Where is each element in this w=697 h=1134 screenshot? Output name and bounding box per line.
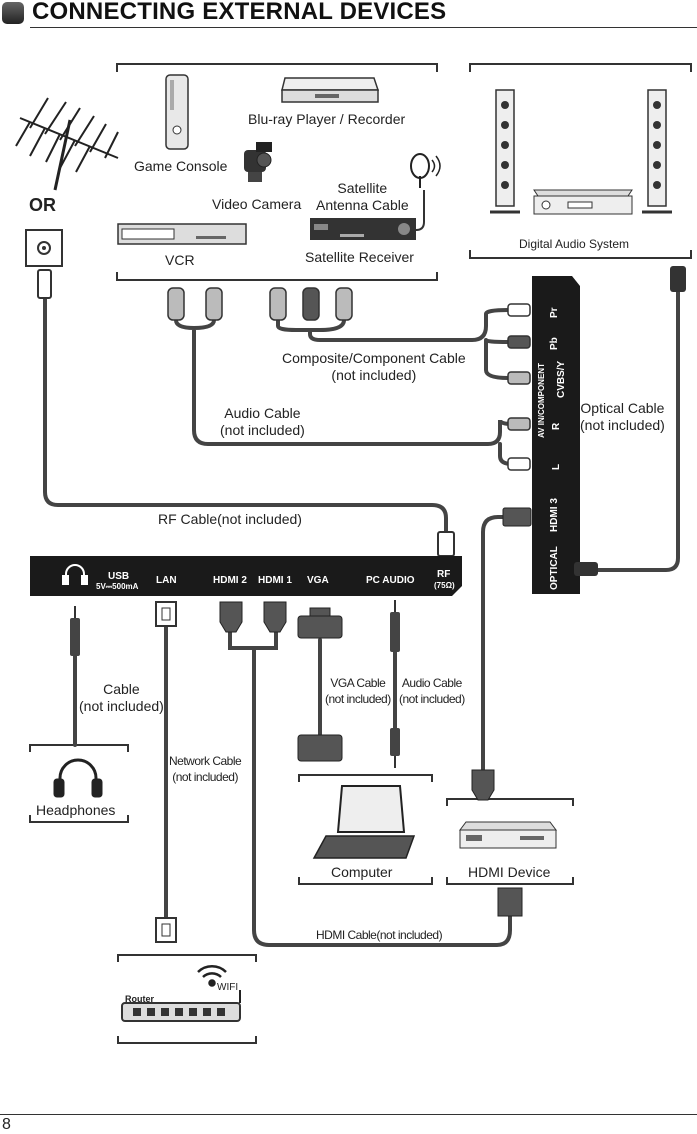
hdmi3-cable <box>481 515 505 772</box>
page-title: CONNECTING EXTERNAL DEVICES <box>32 0 447 25</box>
game-console-icon <box>165 74 189 150</box>
hdmi-cable-label: HDMI Cable(not included) <box>316 928 443 942</box>
laptop-icon <box>312 785 416 859</box>
composite-cable <box>276 308 510 380</box>
rf-cable-label: RF Cable(not included) <box>158 511 302 527</box>
router-box <box>117 954 257 1044</box>
satellite-antenna-cable-label: Satellite Antenna Cable <box>316 180 409 213</box>
side-pb-label: Pb <box>549 337 560 350</box>
blu-ray-player-icon <box>281 77 380 103</box>
video-camera-icon <box>244 142 272 182</box>
computer-label: Computer <box>331 864 393 880</box>
side-pr-label: Pr <box>549 307 560 318</box>
video-camera-label: Video Camera <box>212 196 302 212</box>
hdmi-plugs-icon <box>219 601 287 633</box>
router-label: Router <box>125 994 154 1004</box>
or-label: OR <box>29 195 56 215</box>
headphone-jack-icon <box>62 564 88 585</box>
audio-receiver-icon <box>533 189 633 215</box>
headphone-cable-label: Cable (not included) <box>79 681 164 714</box>
rf-label: RF <box>437 569 451 580</box>
network-cable-label: Network Cable (not included) <box>169 754 242 784</box>
optical-plug-icon <box>574 266 686 576</box>
blu-ray-label: Blu-ray Player / Recorder <box>248 111 406 127</box>
vcr-label: VCR <box>165 252 195 268</box>
rf-plug-icon <box>437 531 455 557</box>
audio-system-box <box>469 63 692 259</box>
title-bullet <box>2 2 24 24</box>
hdmi-cable <box>228 628 512 947</box>
satellite-receiver-icon <box>310 218 416 240</box>
pc-audio-plug-icon <box>390 600 400 768</box>
headphone-plug-icon <box>70 606 80 656</box>
hdmi-device-label: HDMI Device <box>468 864 551 880</box>
vga-label: VGA <box>307 575 329 586</box>
rf-spec-label: (75Ω) <box>434 581 455 590</box>
side-av-panel <box>532 276 580 594</box>
hdmi-device-plug-icon <box>471 769 523 917</box>
vga-cable-label: VGA Cable (not included) <box>325 676 391 706</box>
optical-cable-label: Optical Cable (not included) <box>580 400 665 433</box>
lan-label: LAN <box>156 575 177 586</box>
audio-cable-label: Audio Cable (not included) <box>220 405 305 438</box>
headphones-icon <box>53 758 103 798</box>
right-speaker-icon <box>642 89 672 214</box>
side-r-label: R <box>551 422 562 430</box>
wifi-icon <box>197 965 241 1003</box>
side-optical-label: OPTICAL <box>549 546 560 590</box>
side-av-in-label: AV IN/COMPONENT <box>537 363 546 438</box>
usb-spec-label: 5V⎓500mA <box>96 582 139 591</box>
wall-jack-icon <box>25 229 63 299</box>
headphones-label: Headphones <box>36 802 116 818</box>
rca-plugs-side <box>507 303 531 471</box>
hdmi-device-box <box>446 798 574 885</box>
headphones-box <box>29 744 129 823</box>
rf-cable <box>43 296 448 537</box>
hdmi3-plug-icon <box>502 507 532 527</box>
optical-cable <box>596 290 680 572</box>
game-console-label: Game Console <box>134 158 228 174</box>
title-rule <box>30 27 697 28</box>
satellite-receiver-label: Satellite Receiver <box>305 249 414 265</box>
wifi-label: WIFI <box>217 982 239 993</box>
source-devices-box <box>116 63 438 281</box>
vcr-icon <box>117 223 247 245</box>
side-l-label: L <box>551 463 562 470</box>
pc-audio-cable-label: Audio Cable (not included) <box>399 676 465 706</box>
pc-audio-label: PC AUDIO <box>366 575 415 586</box>
composite-cable-label: Composite/Component Cable (not included) <box>282 350 466 383</box>
footer-rule <box>0 1114 697 1115</box>
router-icon <box>121 1002 241 1022</box>
antenna-icon <box>15 97 119 191</box>
left-speaker-icon <box>490 89 520 214</box>
vga-plug-icon <box>297 607 343 762</box>
rca-plugs-vcr <box>167 287 223 321</box>
hdmi-device-icon <box>459 821 557 849</box>
side-hdmi3-label: HDMI 3 <box>549 498 560 532</box>
satellite-dish-icon <box>410 153 441 188</box>
rca-plugs-receiver <box>269 287 353 321</box>
hdmi1-label: HDMI 1 <box>258 575 292 586</box>
satellite-antenna-cable-line <box>415 190 425 231</box>
side-cvbs-label: CVBS/Y <box>556 360 567 398</box>
page-number: 8 <box>2 1116 11 1133</box>
back-panel <box>30 556 462 596</box>
computer-box <box>298 774 433 885</box>
hdmi2-label: HDMI 2 <box>213 575 247 586</box>
lan-plug-icon <box>155 601 177 943</box>
digital-audio-label: Digital Audio System <box>519 237 630 251</box>
usb-label: USB <box>108 571 130 582</box>
